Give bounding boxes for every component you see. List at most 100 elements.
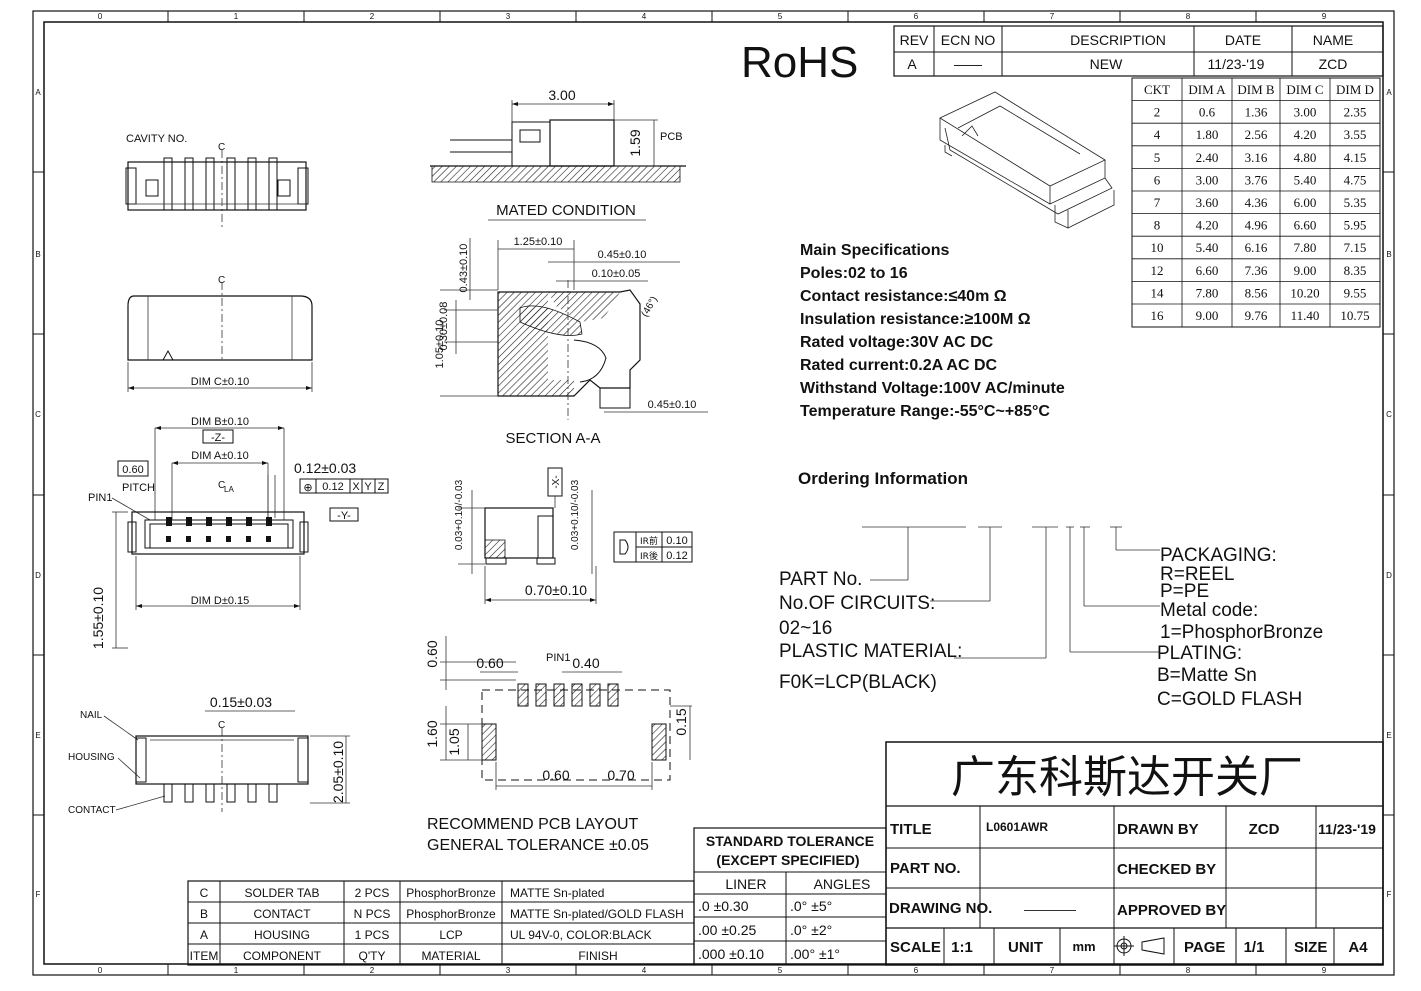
col-label: 1 <box>234 966 239 975</box>
dim-table-header: DIM D <box>1336 82 1374 97</box>
side-070: 0.70±0.10 <box>525 582 587 598</box>
approved-by-label: APPROVED BY <box>1117 902 1226 919</box>
spec-line: Withstand Voltage:100V AC/minute <box>800 380 1065 397</box>
dim-table-cell: 3.60 <box>1196 195 1219 210</box>
dim-table-cell: 9.00 <box>1294 263 1317 278</box>
general-tolerance: GENERAL TOLERANCE ±0.05 <box>427 837 649 854</box>
col-label: 9 <box>1322 966 1327 975</box>
mated-159: 1.59 <box>627 129 643 156</box>
tol-row: .000 ±0.10 <box>698 946 764 962</box>
sec-045a: 0.45±0.10 <box>598 249 647 261</box>
ordering-matte: B=Matte Sn <box>1157 665 1257 686</box>
main-specifications: Main Specifications Poles:02 to 16 Conta… <box>800 242 1065 420</box>
dim-table-cell: 2.56 <box>1245 127 1268 142</box>
tol-row: .0° ±2° <box>790 922 832 938</box>
ordering-title: Ordering Information <box>798 469 968 488</box>
dim-table-cell: 2.35 <box>1344 105 1367 120</box>
mated-300: 3.00 <box>548 87 575 103</box>
fcf-datum-y: Y <box>364 481 372 493</box>
col-label: 8 <box>1186 966 1191 975</box>
col-label: 8 <box>1186 12 1191 21</box>
flatness-icon <box>619 539 629 555</box>
x-datum: -X- <box>551 475 562 488</box>
spec-line: Contact resistance:≤40m Ω <box>800 288 1007 305</box>
tol-012: 0.12±0.03 <box>294 460 356 476</box>
pcb-060h: 0.60 <box>476 655 503 671</box>
page-label: PAGE <box>1184 939 1225 956</box>
pcb-160: 1.60 <box>424 720 440 747</box>
dim-table-cell: 4.20 <box>1294 127 1317 142</box>
spec-line: Rated voltage:30V AC DC <box>800 334 994 351</box>
dim-b-label: DIM B±0.10 <box>191 416 249 428</box>
drawn-date: 11/23-'19 <box>1318 821 1376 837</box>
col-label: 9 <box>1322 12 1327 21</box>
row-label: C <box>35 410 41 419</box>
dim-table-cell: 4.75 <box>1344 172 1367 187</box>
ordering-information: Ordering Information PART No. No.OF CIRC… <box>779 469 1323 710</box>
ir-table: IR前 0.10 IR後 0.12 <box>613 531 693 563</box>
specs-title: Main Specifications <box>800 242 949 259</box>
drawn-by-label: DRAWN BY <box>1117 821 1199 838</box>
ordering-pe: P=PE <box>1160 581 1209 602</box>
bom-cell: SOLDER TAB <box>245 886 320 900</box>
pcb-pin1: PIN1 <box>546 652 570 664</box>
bom-cell: LCP <box>439 928 462 942</box>
dim-table-cell: 1.80 <box>1196 127 1219 142</box>
col-label: 7 <box>1050 12 1055 21</box>
row-label: C <box>1386 410 1392 419</box>
sec-045b: 0.45±0.10 <box>648 399 697 411</box>
pitch-value: 0.60 <box>122 464 143 476</box>
dim-table-cell: 6.60 <box>1196 263 1219 278</box>
tolerance-angles: ANGLES <box>814 876 871 892</box>
col-label: 4 <box>642 966 647 975</box>
bom-cell: Q'TY <box>359 949 386 963</box>
spec-line: Poles:02 to 16 <box>800 265 908 282</box>
recommend-title: RECOMMEND PCB LAYOUT <box>427 816 639 833</box>
sec-030: 0.30±0.08 <box>438 302 450 351</box>
dim-table-cell: 6 <box>1154 172 1161 187</box>
col-label: 6 <box>914 966 919 975</box>
title-block: 广东科斯达开关厂 TITLE L0601AWR DRAWN BY ZCD 11/… <box>885 741 1384 966</box>
bom-cell: N PCS <box>354 907 391 921</box>
row-label: A <box>35 88 41 97</box>
col-label: 3 <box>506 12 511 21</box>
revision-table: REV ECN NO DESCRIPTION DATE NAME A —— NE… <box>893 25 1384 77</box>
feature-control-frame: ⊕ 0.12 X Y Z <box>299 478 389 494</box>
dim-table-cell: 6.16 <box>1245 240 1268 255</box>
sec-105: 1.05±0.10 <box>434 320 446 369</box>
dim-155-label: 1.55±0.10 <box>90 587 106 649</box>
dim-table-cell: 10.20 <box>1290 285 1319 300</box>
sec-046: (46°) <box>640 295 660 319</box>
dim-table-cell: 7 <box>1154 195 1161 210</box>
col-label: 3 <box>506 966 511 975</box>
y-datum: -Y- <box>337 510 351 522</box>
ordering-material-value: F0K=LCP(BLACK) <box>779 672 937 693</box>
drawn-by-name: ZCD <box>1249 821 1280 838</box>
side-003a: 0.03+0.10/-0.03 <box>454 479 465 550</box>
dim-table-cell: 1.36 <box>1245 105 1268 120</box>
ordering-metal: Metal code: <box>1160 600 1258 621</box>
bom-cell: UL 94V-0, COLOR:BLACK <box>510 928 652 942</box>
dim-table-cell: 5 <box>1154 150 1161 165</box>
dim-table-cell: 12 <box>1151 263 1164 278</box>
bom-cell: A <box>200 928 208 942</box>
dim-table-header: DIM C <box>1286 82 1323 97</box>
pcb-060v: 0.60 <box>424 640 440 667</box>
row-label: E <box>35 731 40 740</box>
date-value: 11/23-'19 <box>1208 56 1265 72</box>
dim-205-label: 2.05±0.10 <box>330 741 346 803</box>
bom-cell: COMPONENT <box>243 949 322 963</box>
dim-table-cell: 3.55 <box>1344 127 1367 142</box>
spec-line: Rated current:0.2A AC DC <box>800 357 998 374</box>
bom-cell: ITEM <box>190 949 219 963</box>
tol-row: .0° ±5° <box>790 898 832 914</box>
centerline-mark: C <box>218 142 225 153</box>
tolerance-table: STANDARD TOLERANCE (EXCEPT SPECIFIED) LI… <box>693 827 887 966</box>
dim-table-cell: 16 <box>1151 308 1165 323</box>
z-datum: -Z- <box>211 432 225 444</box>
title-label: TITLE <box>890 821 932 838</box>
row-label: F <box>1387 890 1392 899</box>
bom-cell: PhosphorBronze <box>406 886 496 900</box>
ir-before-label: IR前 <box>640 535 658 547</box>
dim-table-cell: 3.76 <box>1245 172 1268 187</box>
